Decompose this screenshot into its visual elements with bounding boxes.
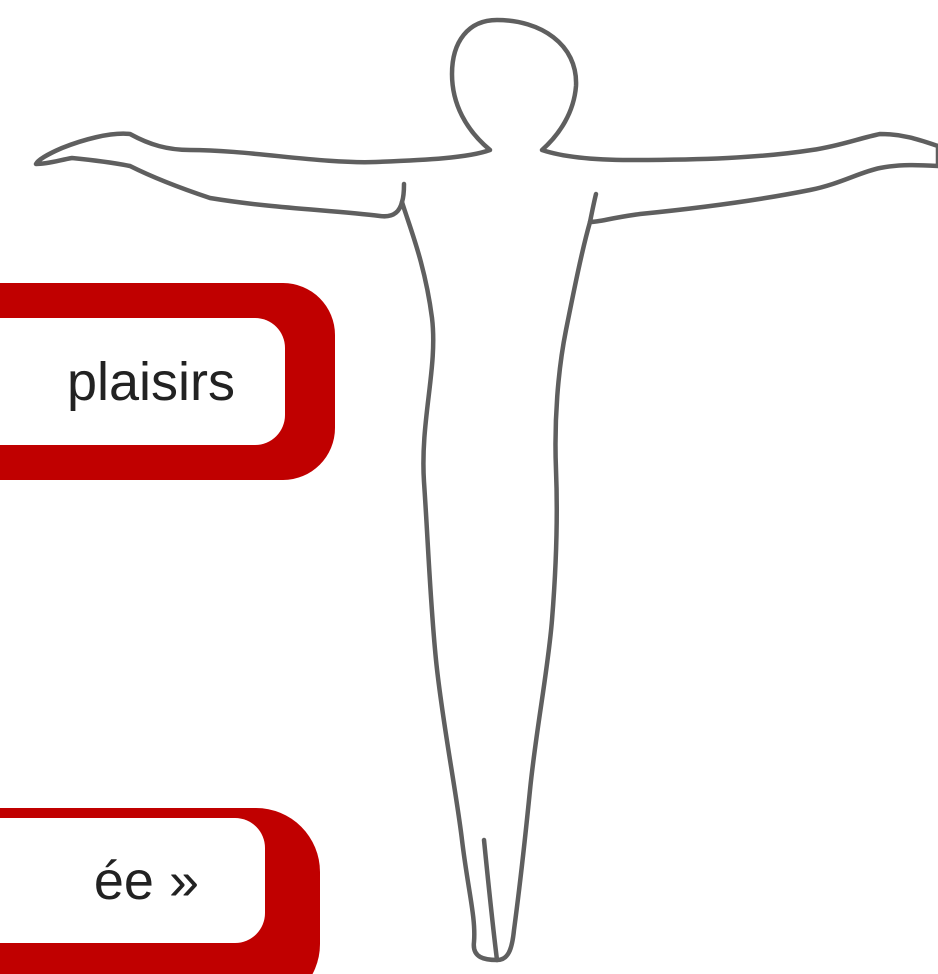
left-arm-contour xyxy=(402,184,404,202)
body-silhouette xyxy=(36,20,938,960)
